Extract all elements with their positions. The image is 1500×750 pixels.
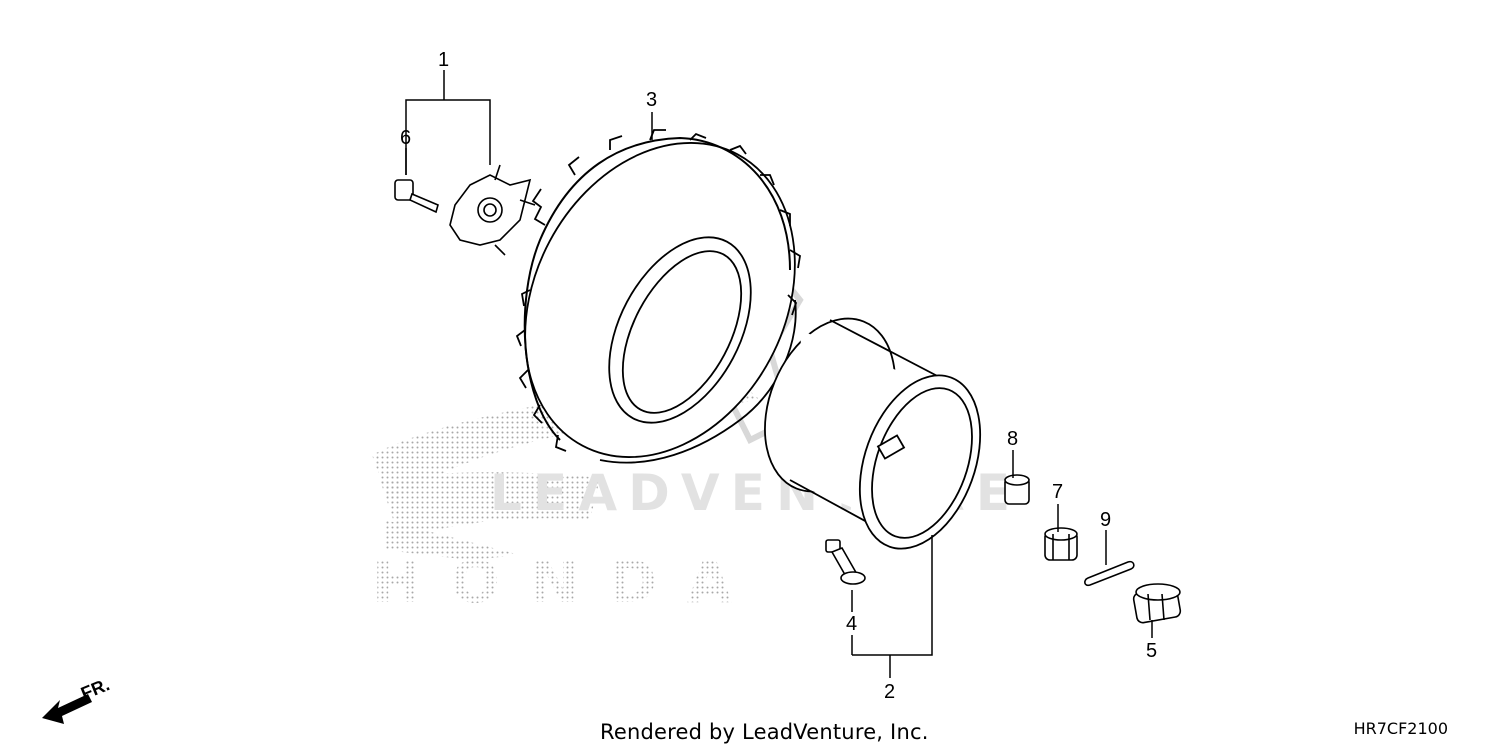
nut-8-part [1004, 474, 1030, 505]
castle-nut-7-part [1044, 527, 1078, 561]
hub-part [449, 164, 536, 256]
bolt-part [394, 179, 439, 214]
callout-4: 4 [846, 613, 857, 635]
valve-part [825, 539, 866, 585]
tire-part [515, 129, 801, 464]
callout-6: 6 [400, 127, 411, 149]
front-direction-arrow: FR. [42, 674, 112, 724]
callout-1: 1 [438, 49, 449, 71]
callout-9: 9 [1100, 509, 1111, 531]
callout-8: 8 [1007, 428, 1018, 450]
wheel-rim-part [764, 317, 982, 550]
rendered-by-credit: Rendered by LeadVenture, Inc. [600, 720, 929, 744]
callout-3: 3 [646, 89, 657, 111]
honda-watermark-text: HONDA [372, 548, 732, 616]
direction-label: FR. [78, 674, 112, 703]
callout-7: 7 [1052, 481, 1063, 503]
diagram-code: HR7CF2100 [1353, 719, 1448, 738]
leader-lines [405, 70, 1153, 678]
callout-5: 5 [1146, 640, 1157, 662]
cotter-pin-9-part [1084, 560, 1135, 587]
cap-5-part [1132, 583, 1182, 624]
callout-2: 2 [884, 681, 895, 703]
